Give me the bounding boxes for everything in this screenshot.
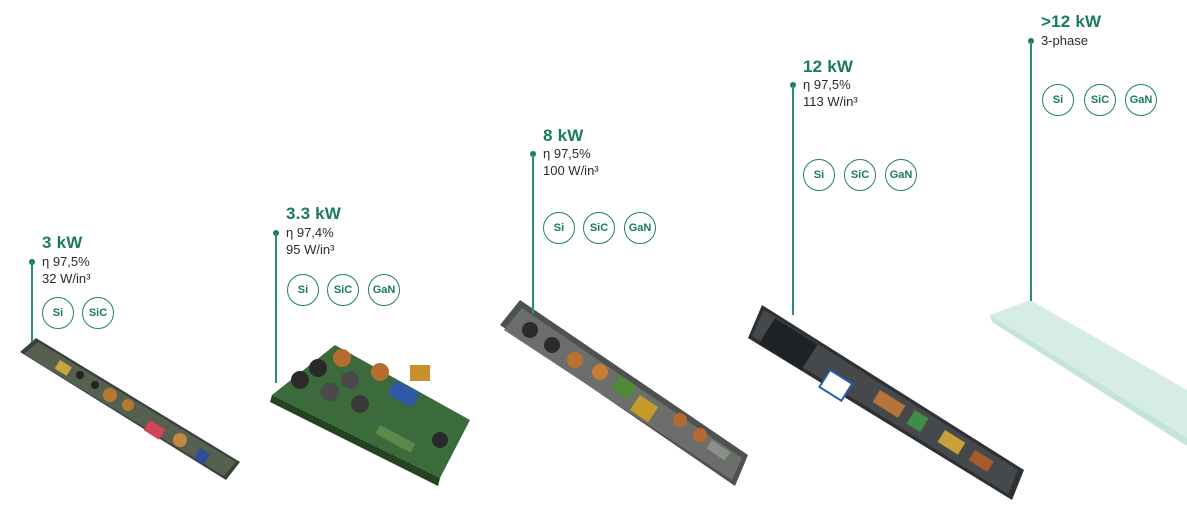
- si-badge: Si: [287, 274, 319, 306]
- si-badge: Si: [42, 297, 74, 329]
- efficiency-label: η 97,5%: [803, 77, 851, 92]
- callout-line: [532, 154, 534, 314]
- gan-badge: GaN: [624, 212, 656, 244]
- efficiency-label: η 97,4%: [286, 225, 334, 240]
- sic-badge: SiC: [327, 274, 359, 306]
- density-label: 100 W/in³: [543, 163, 599, 178]
- si-badge: Si: [803, 159, 835, 191]
- sic-badge: SiC: [82, 297, 114, 329]
- efficiency-label: η 97,5%: [42, 254, 90, 269]
- power-label: >12 kW: [1041, 12, 1102, 31]
- board-3kw-image: [20, 338, 240, 480]
- phase-label: 3-phase: [1041, 33, 1088, 48]
- board-3-3kw-image: [270, 345, 470, 486]
- efficiency-label: η 97,5%: [543, 146, 591, 161]
- gan-badge: GaN: [368, 274, 400, 306]
- density-label: 95 W/in³: [286, 242, 335, 257]
- callout-line: [31, 262, 33, 342]
- sic-badge: SiC: [844, 159, 876, 191]
- sic-badge: SiC: [1084, 84, 1116, 116]
- callout-line: [275, 233, 277, 383]
- power-label: 12 kW: [803, 57, 854, 76]
- sic-badge: SiC: [583, 212, 615, 244]
- density-label: 113 W/in³: [803, 94, 858, 109]
- si-badge: Si: [1042, 84, 1074, 116]
- board-future-image: [990, 300, 1187, 446]
- gan-badge: GaN: [1125, 84, 1157, 116]
- gan-badge: GaN: [885, 159, 917, 191]
- si-badge: Si: [543, 212, 575, 244]
- power-label: 3 kW: [42, 233, 83, 252]
- callout-line: [792, 85, 794, 315]
- callout-line: [1030, 41, 1032, 301]
- power-label: 3.3 kW: [286, 204, 342, 223]
- board-12kw-image: [748, 305, 1024, 500]
- density-label: 32 W/in³: [42, 271, 91, 286]
- power-label: 8 kW: [543, 126, 584, 145]
- board-8kw-image: [500, 300, 748, 486]
